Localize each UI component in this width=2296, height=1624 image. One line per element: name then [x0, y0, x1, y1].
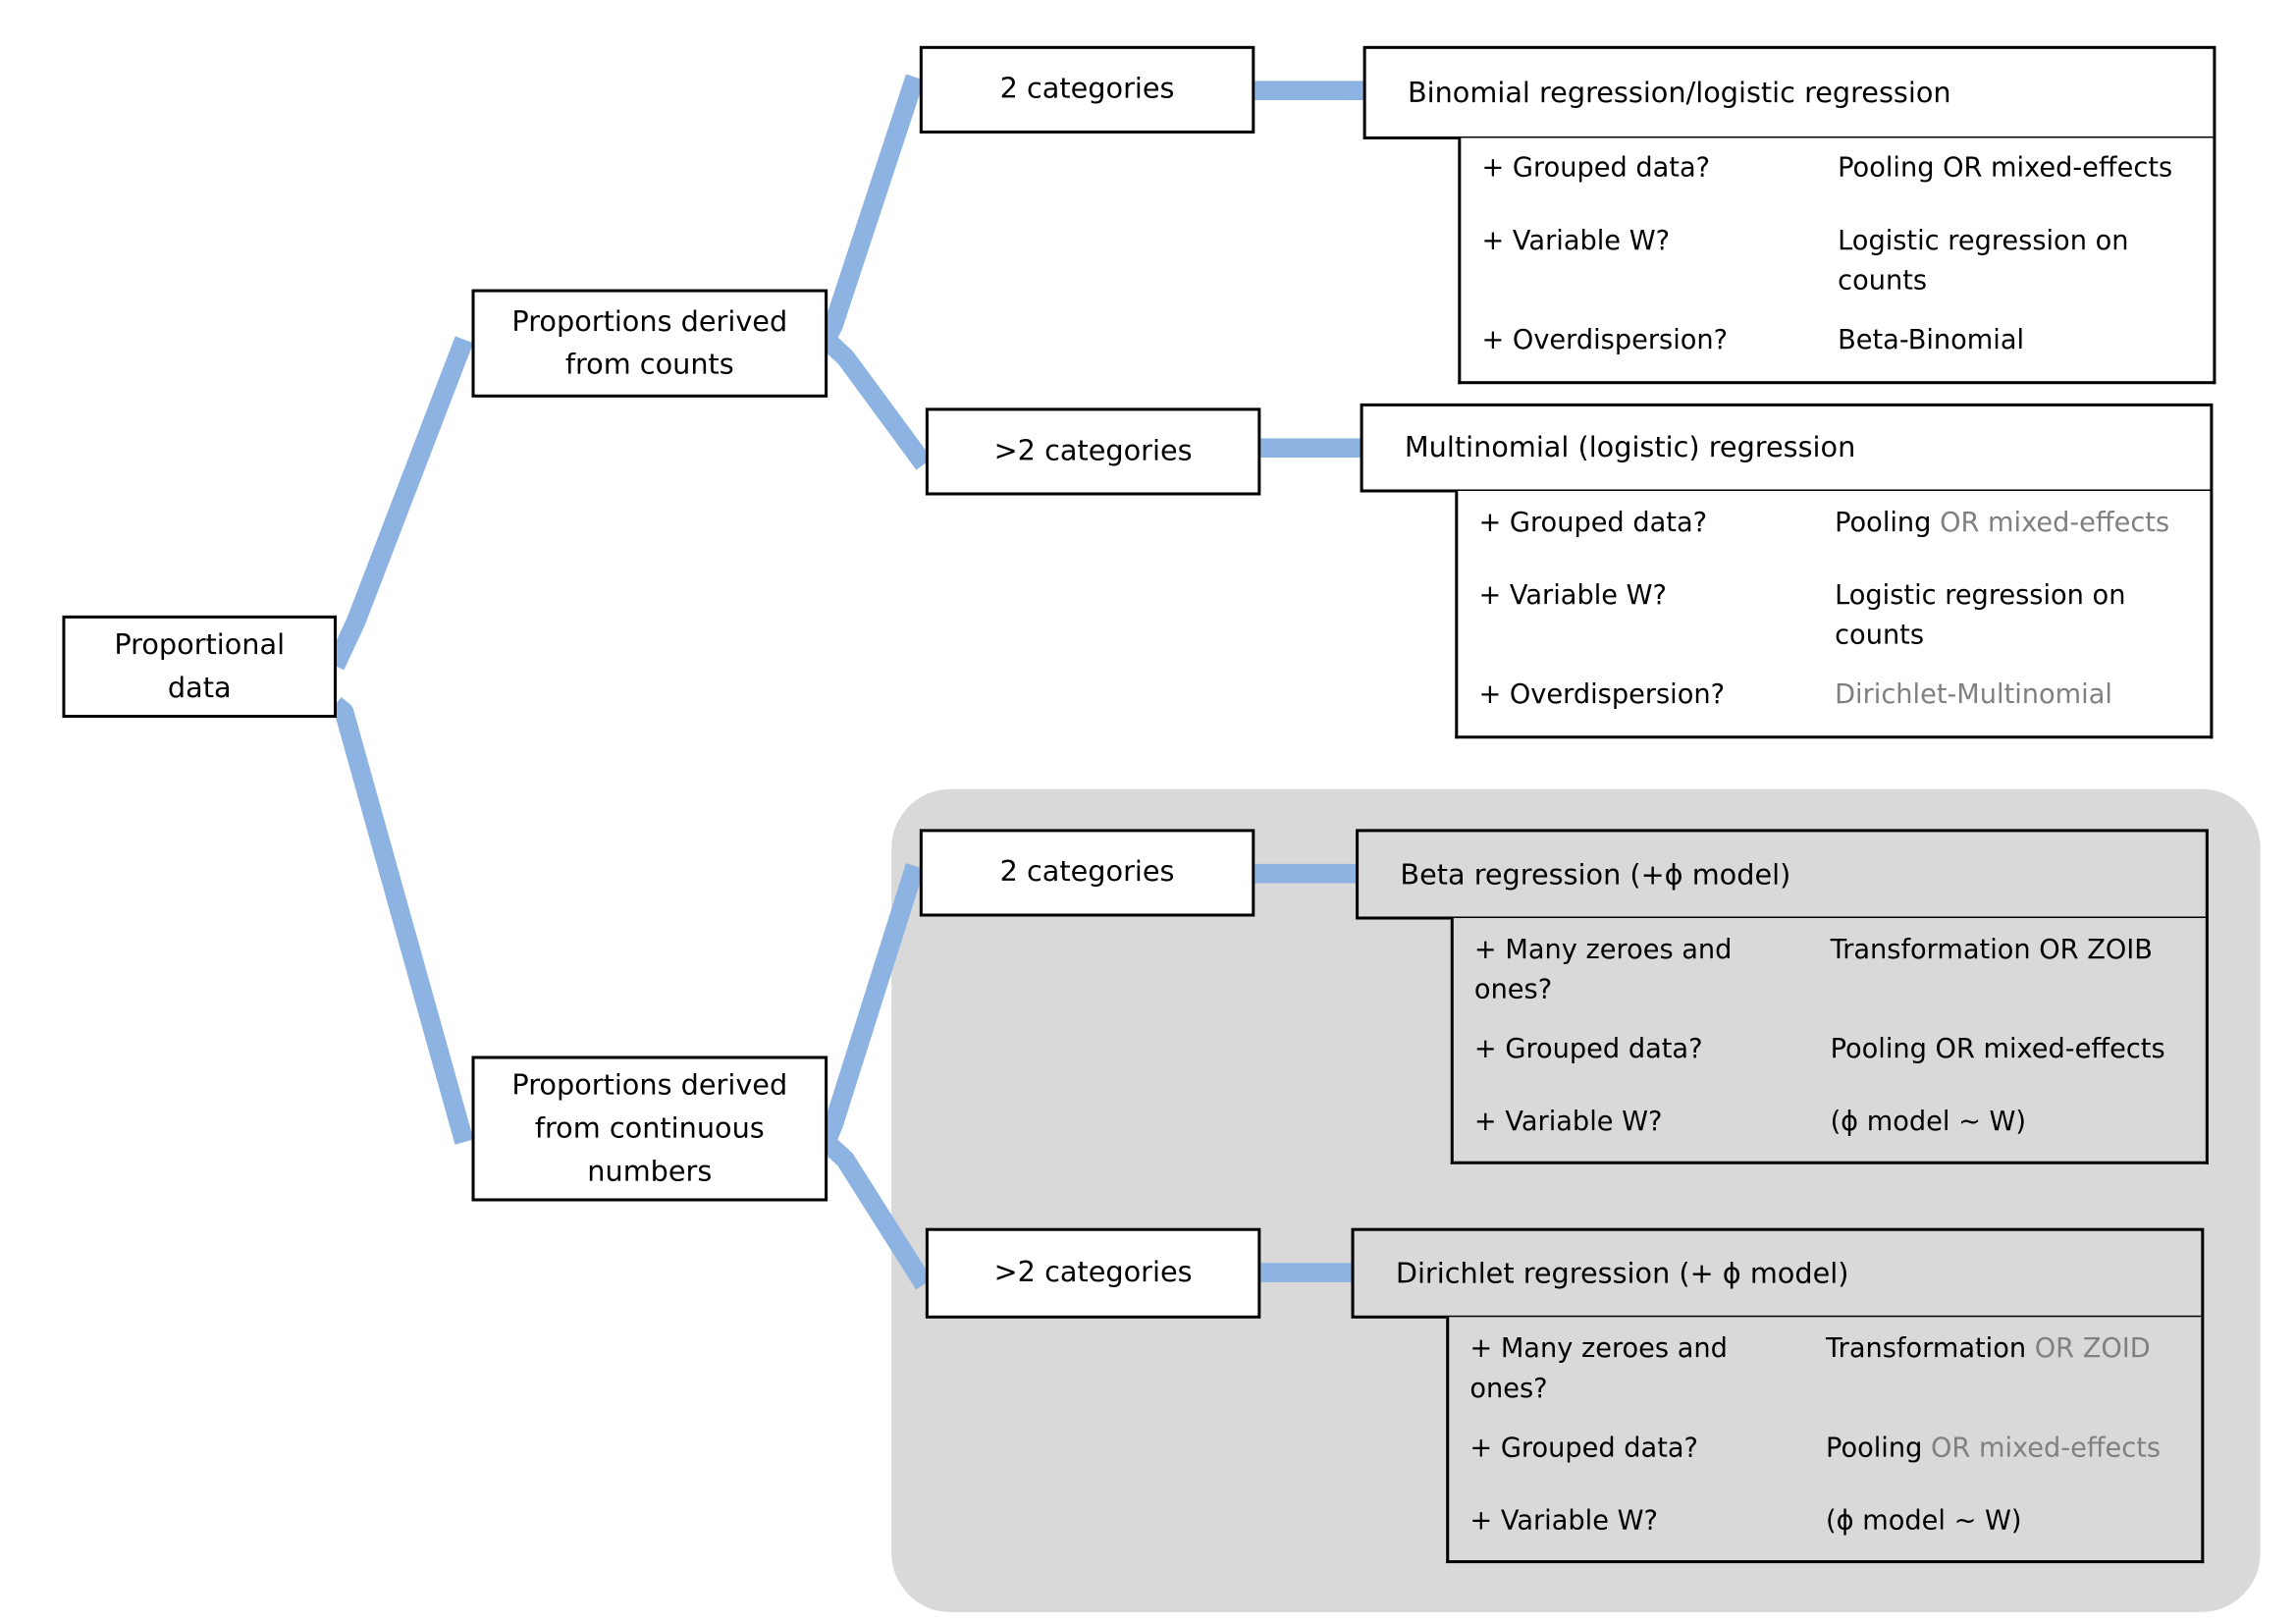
detail-answer: (ϕ model ~ W): [1826, 1501, 2212, 1542]
detail-question: + Many zeroes and ones?: [1473, 934, 1733, 1006]
detail-question: + Grouped data?: [1473, 1033, 1703, 1065]
detail-question: + Grouped data?: [1478, 507, 1708, 539]
connector-counts-2cat: [817, 74, 925, 345]
continuous-gt2cat-node: >2 categories: [925, 1227, 1261, 1319]
binomial-model-title: Binomial regression/logistic regression: [1407, 76, 1951, 110]
binomial-details: + Grouped data? Pooling OR mixed-effects…: [1458, 137, 2216, 385]
continuous-node: Proportions derived from continuous numb…: [471, 1056, 828, 1202]
multinomial-model-title: Multinomial (logistic) regression: [1404, 431, 1856, 464]
detail-question: + Variable W?: [1481, 225, 1671, 257]
detail-answer: Logistic regression on counts: [1838, 221, 2223, 301]
connector-continuous-gt2cat: [819, 1134, 933, 1290]
binomial-model-box: Binomial regression/logistic regression: [1362, 45, 2216, 139]
answer-text: Pooling OR mixed-effects: [1830, 1033, 2165, 1065]
connector-root-continuous: [329, 696, 474, 1145]
answer-text-muted: Dirichlet-Multinomial: [1835, 678, 2112, 711]
answer-text: Transformation OR ZOIB: [1830, 934, 2153, 966]
answer-text-muted: OR ZOID: [2034, 1332, 2151, 1365]
connector-counts-gt2cat: [819, 332, 933, 470]
answer-text: Logistic regression on counts: [1838, 225, 2129, 298]
beta-details: + Many zeroes and ones? Transformation O…: [1450, 917, 2209, 1164]
continuous-label: Proportions derived from continuous numb…: [511, 1068, 788, 1188]
answer-text: Pooling: [1826, 1433, 1932, 1464]
detail-question: + Grouped data?: [1481, 152, 1711, 185]
detail-answer: Beta-Binomial: [1838, 320, 2223, 360]
detail-question: + Many zeroes and ones?: [1469, 1332, 1728, 1405]
detail-question: + Overdispersion?: [1478, 678, 1726, 711]
counts-gt2cat-label: >2 categories: [993, 434, 1193, 467]
detail-question: + Variable W?: [1478, 579, 1668, 612]
answer-text: (ϕ model ~ W): [1830, 1106, 2027, 1138]
continuous-2cat-label: 2 categories: [999, 855, 1175, 889]
counts-2cat-label: 2 categories: [999, 73, 1175, 106]
counts-2cat-node: 2 categories: [919, 45, 1255, 134]
root-label: Proportional data: [114, 627, 286, 704]
connector-continuous-2cat: [817, 863, 925, 1146]
detail-answer: Pooling OR mixed-effects: [1831, 1029, 2216, 1069]
detail-answer: Pooling OR mixed-effects: [1826, 1429, 2212, 1469]
beta-model-title: Beta regression (+ϕ model): [1400, 857, 1791, 892]
detail-answer: Pooling OR mixed-effects: [1838, 148, 2223, 189]
detail-answer: (ϕ model ~ W): [1831, 1102, 2216, 1142]
detail-question: + Grouped data?: [1469, 1433, 1699, 1464]
counts-node: Proportions derived from counts: [471, 289, 828, 398]
detail-question: + Variable W?: [1469, 1505, 1658, 1537]
root-node: Proportional data: [62, 615, 337, 719]
connector-root-counts: [326, 336, 474, 671]
counts-label: Proportions derived from counts: [511, 304, 788, 381]
detail-question: + Overdispersion?: [1481, 324, 1729, 356]
continuous-2cat-node: 2 categories: [919, 829, 1255, 917]
answer-text: (ϕ model ~ W): [1826, 1505, 2022, 1537]
answer-text-muted: OR mixed-effects: [1931, 1433, 2162, 1464]
detail-answer: Transformation OR ZOIB: [1831, 930, 2216, 970]
detail-question: + Variable W?: [1473, 1106, 1663, 1138]
detail-answer: Pooling OR mixed-effects: [1835, 503, 2220, 543]
beta-model-box: Beta regression (+ϕ model): [1356, 829, 2209, 920]
answer-text: Transformation: [1826, 1332, 2035, 1365]
dirichlet-model-box: Dirichlet regression (+ ϕ model): [1351, 1227, 2205, 1319]
counts-gt2cat-node: >2 categories: [925, 407, 1261, 496]
detail-answer: Dirichlet-Multinomial: [1835, 675, 2220, 715]
multinomial-details: + Grouped data? Pooling OR mixed-effects…: [1455, 490, 2214, 739]
dirichlet-details: + Many zeroes and ones? Transformation O…: [1446, 1317, 2205, 1564]
answer-text: Pooling OR mixed-effects: [1838, 152, 2173, 185]
detail-answer: Logistic regression on counts: [1835, 575, 2220, 656]
detail-answer: Transformation OR ZOID: [1826, 1328, 2212, 1369]
answer-text-muted: OR mixed-effects: [1940, 507, 2170, 539]
multinomial-model-box: Multinomial (logistic) regression: [1360, 403, 2214, 493]
answer-text: Logistic regression on counts: [1835, 579, 2126, 652]
continuous-gt2cat-label: >2 categories: [993, 1256, 1193, 1289]
answer-text: Beta-Binomial: [1838, 324, 2025, 356]
dirichlet-model-title: Dirichlet regression (+ ϕ model): [1395, 1257, 1849, 1290]
answer-text: Pooling: [1835, 507, 1941, 539]
